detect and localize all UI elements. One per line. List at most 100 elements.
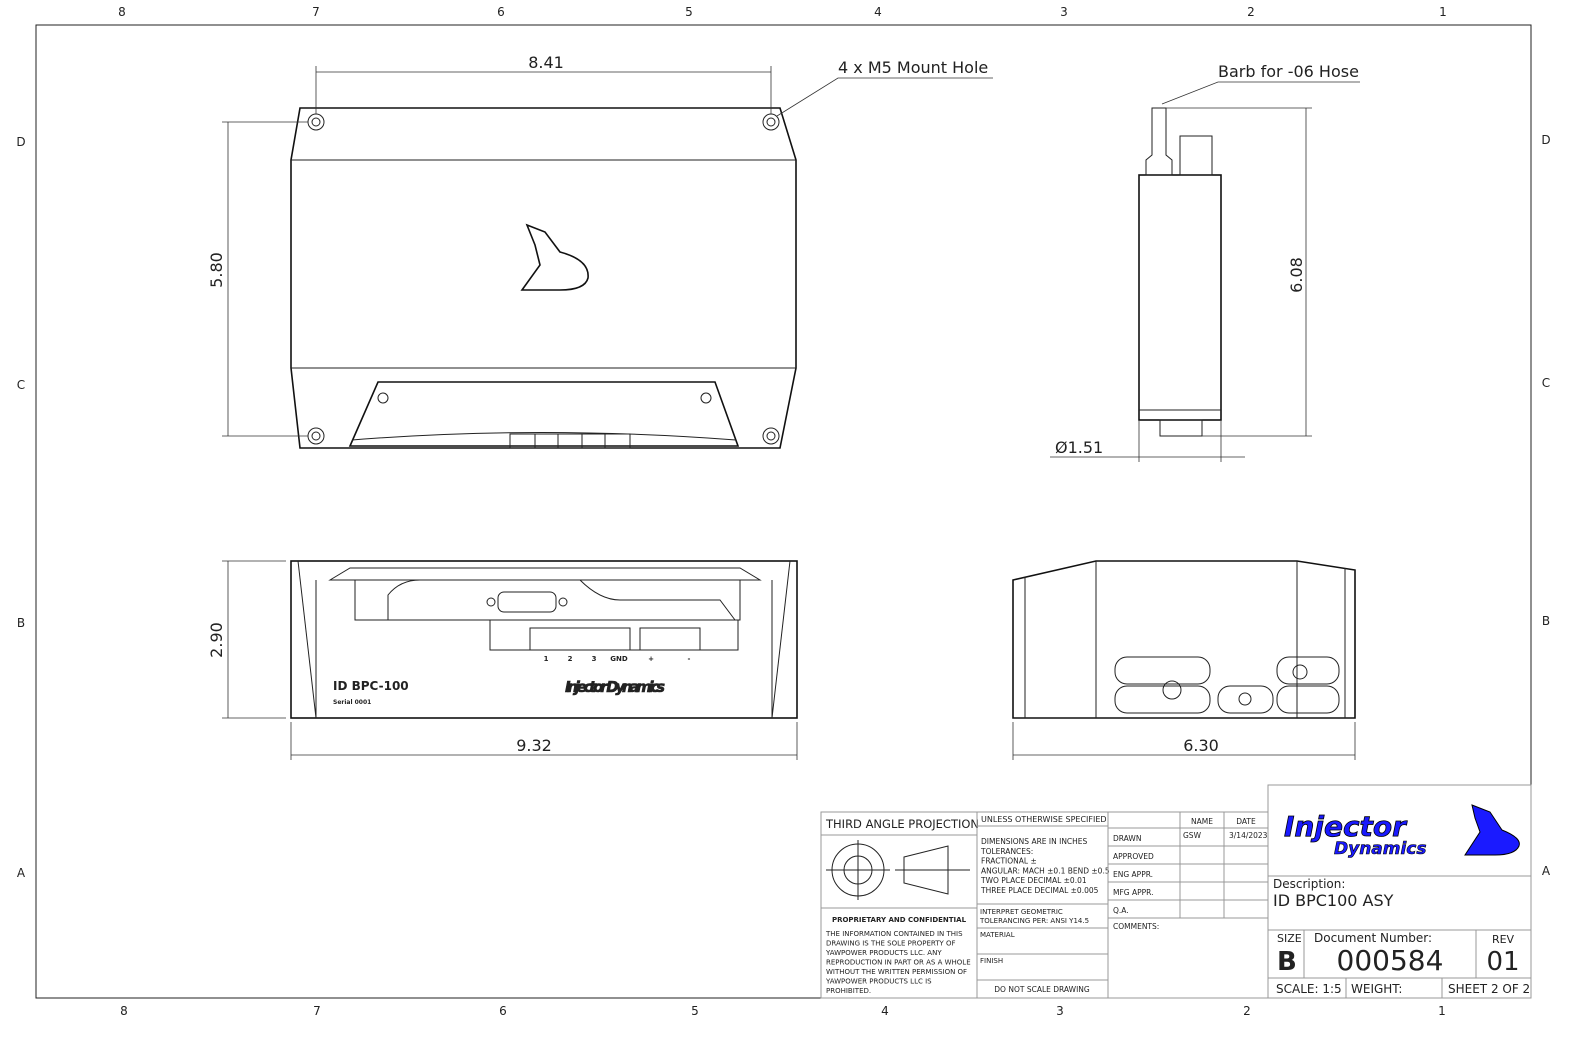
comments-label: COMMENTS: [1113, 922, 1159, 931]
zone-row-label: B [17, 616, 25, 630]
sheet-border [35, 24, 1532, 999]
zone-column-label: 3 [1056, 1004, 1064, 1018]
pin-label: - [688, 655, 691, 663]
text-line: ANGULAR: MACH ±0.1 BEND ±0.5 [981, 866, 1110, 875]
projection-label: THIRD ANGLE PROJECTION [825, 817, 979, 831]
zone-row-label: A [17, 866, 26, 880]
signoff-date: 3/14/2023 [1229, 831, 1268, 840]
signoff-label: Q.A. [1113, 906, 1129, 915]
dim-side-diameter: Ø1.51 [1055, 438, 1103, 457]
size-value: B [1277, 947, 1297, 977]
pin-label: 3 [592, 655, 597, 663]
docnum-value: 000584 [1337, 944, 1444, 977]
pin-label: 2 [568, 655, 573, 663]
title-block: THIRD ANGLE PROJECTION PROPRIETARY AND C… [820, 784, 1532, 999]
front-logo: Injector Dynamics [565, 678, 665, 696]
injector-dynamics-logo-icon [520, 223, 589, 291]
signoff-label: APPROVED [1113, 852, 1154, 861]
dim-front-width: 9.32 [516, 736, 552, 755]
text-line: THE INFORMATION CONTAINED IN THIS [825, 930, 963, 938]
text-line: YAWPOWER PRODUCTS LLC. ANY [825, 949, 942, 957]
unless-specified: UNLESS OTHERWISE SPECIFIED: [981, 815, 1109, 824]
zone-column-label: 7 [312, 5, 320, 19]
text-line: TOLERANCING PER: ANSI Y14.5 [979, 917, 1089, 925]
zone-column-label: 2 [1247, 5, 1255, 19]
finish-label: FINISH [980, 957, 1003, 965]
db15-connector-icon [486, 591, 568, 613]
zone-column-label: 1 [1438, 1004, 1446, 1018]
docnum-label: Document Number: [1314, 931, 1432, 945]
text-line: DRAWING IS THE SOLE PROPERTY OF [826, 940, 956, 948]
signoff-label: ENG APPR. [1113, 870, 1153, 879]
proprietary-title: PROPRIETARY AND CONFIDENTIAL [832, 916, 967, 924]
zone-row-label: C [17, 378, 25, 392]
name-header: NAME [1191, 817, 1213, 826]
text-line: FRACTIONAL ± [981, 857, 1037, 866]
connector-ports-icon [1114, 656, 1340, 714]
top-view: 8.41 5.80 4 x M5 Mount Hole [207, 53, 993, 449]
zone-column-label: 4 [874, 5, 882, 19]
rev-label: REV [1492, 933, 1515, 946]
text-line: REPRODUCTION IN PART OR AS A WHOLE [826, 959, 971, 967]
side-view: 6.08 Ø1.51 Barb for -06 Hose [1050, 62, 1360, 462]
zone-row-label: B [1542, 614, 1550, 628]
text-line: WITHOUT THE WRITTEN PERMISSION OF [826, 968, 967, 976]
mount-hole-icon [307, 113, 780, 445]
zone-column-label: 2 [1243, 1004, 1251, 1018]
company-logo: Injector Dynamics [1284, 804, 1520, 859]
zone-row-label: A [1542, 864, 1551, 878]
signoff-name: GSW [1183, 831, 1202, 840]
logo-d-icon [1464, 804, 1520, 856]
dim-front-height: 2.90 [207, 622, 226, 658]
size-label: SIZE [1277, 932, 1302, 945]
dim-right-width: 6.30 [1183, 736, 1219, 755]
logo-line2: Dynamics [1334, 839, 1427, 859]
zone-column-label: 4 [881, 1004, 889, 1018]
pin-label: + [648, 655, 654, 663]
zone-column-label: 7 [313, 1004, 321, 1018]
sheet-label: SHEET 2 OF 2 [1448, 982, 1530, 996]
zone-column-label: 8 [120, 1004, 128, 1018]
material-label: MATERIAL [980, 931, 1015, 939]
dim-top-width: 8.41 [528, 53, 564, 72]
text-line: DIMENSIONS ARE IN INCHES [981, 837, 1088, 846]
no-scale-label: DO NOT SCALE DRAWING [994, 985, 1090, 994]
dim-top-height: 5.80 [207, 252, 226, 288]
model-label: ID BPC-100 [333, 679, 409, 693]
text-line: TWO PLACE DECIMAL ±0.01 [980, 876, 1087, 885]
pin-label: 1 [544, 655, 549, 663]
weight-label: WEIGHT: [1351, 982, 1402, 996]
third-angle-projection-icon [826, 840, 970, 900]
zone-row-label: C [1542, 376, 1550, 390]
logo-line1: Injector [1284, 810, 1408, 843]
rev-value: 01 [1486, 947, 1519, 977]
serial-label: Serial 0001 [333, 699, 371, 706]
zone-column-label: 5 [691, 1004, 699, 1018]
zone-column-label: 3 [1060, 5, 1068, 19]
text-line: THREE PLACE DECIMAL ±0.005 [980, 886, 1099, 895]
signoff-label: DRAWN [1113, 834, 1141, 843]
description-label: Description: [1273, 877, 1345, 891]
zone-column-label: 5 [685, 5, 693, 19]
zone-column-label: 1 [1439, 5, 1447, 19]
zone-row-label: D [16, 135, 25, 149]
date-header: DATE [1236, 817, 1256, 826]
zone-column-label: 6 [497, 5, 505, 19]
front-view: 1 2 3 GND + - ID BPC-100 Serial 0001 Injector… [207, 560, 798, 760]
pin-label: GND [610, 655, 628, 663]
text-line: PROHIBITED. [826, 987, 871, 995]
callout-mount-hole: 4 x M5 Mount Hole [838, 58, 988, 77]
dim-side-height: 6.08 [1287, 257, 1306, 293]
zone-row-label: D [1541, 133, 1550, 147]
scale-label: SCALE: 1:5 [1276, 982, 1342, 996]
zone-column-label: 6 [499, 1004, 507, 1018]
signoff-label: MFG APPR. [1113, 888, 1154, 897]
zone-column-label: 8 [118, 5, 126, 19]
callout-barb: Barb for -06 Hose [1218, 62, 1359, 81]
text-line: INTERPRET GEOMETRIC [980, 908, 1063, 916]
text-line: TOLERANCES: [980, 847, 1033, 856]
description-value: ID BPC100 ASY [1273, 891, 1394, 910]
right-view: 6.30 [1012, 560, 1356, 760]
